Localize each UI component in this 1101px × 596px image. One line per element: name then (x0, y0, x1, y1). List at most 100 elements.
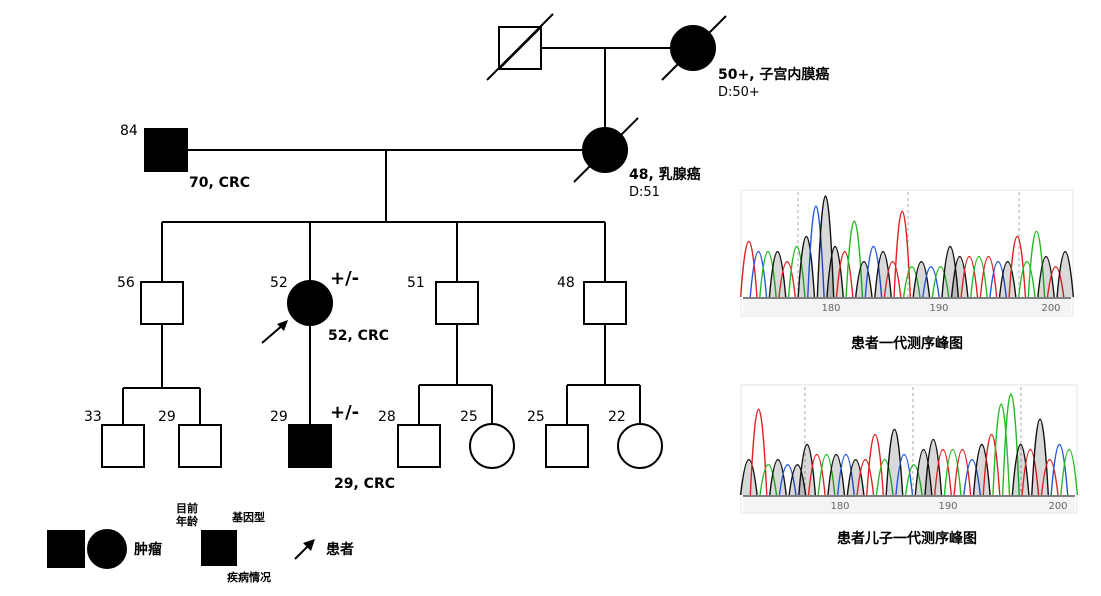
chromatogram-peak (924, 439, 943, 496)
proband-arrow-head (277, 320, 288, 331)
chromatogram-peak (827, 454, 846, 496)
chromatogram-peak (875, 459, 894, 496)
chromatogram-peak (866, 434, 884, 496)
chromatogram-peak (960, 256, 979, 298)
chromatogram-peak (759, 464, 778, 496)
chromatogram-peak (1046, 266, 1065, 298)
chromatogram-peak (845, 220, 864, 298)
chromatogram-peak (979, 256, 998, 298)
chromatogram-peak (992, 403, 1011, 496)
chromatogram-1-ruler (743, 299, 1071, 315)
gen4-3-age: 29 (270, 409, 288, 425)
chromatogram-peak (982, 434, 1001, 496)
chromatogram-2-tick-190: 190 (938, 501, 957, 512)
gen3-1-age: 56 (117, 275, 135, 291)
gen3-2-genotype: +/- (330, 268, 359, 289)
gen2-male-age: 84 (120, 123, 138, 139)
chromatogram-peak (943, 448, 962, 496)
chromatogram-peak (1056, 250, 1075, 298)
chromatogram-peak (931, 266, 950, 298)
chromatogram-peak (1060, 448, 1079, 496)
gen3-3-age: 51 (407, 275, 425, 291)
gen4-male-6-symbol (545, 424, 589, 468)
chromatogram-peak (1008, 236, 1027, 298)
legend-current-age-1: 目前 (176, 501, 198, 515)
gen4-5-age: 25 (460, 409, 478, 425)
chromatogram-peak (989, 261, 1007, 298)
chromatogram-peak (963, 459, 982, 496)
chromatogram-peak (778, 261, 796, 298)
gen1-male-deceased-slash (486, 13, 554, 81)
gen4-male-3-symbol (288, 424, 332, 468)
chromatogram-peak (874, 250, 892, 298)
chromatogram-peak (1001, 393, 1020, 496)
chromatogram-1-caption: 患者一代测序峰图 (851, 335, 963, 352)
chromatogram-2-ruler (743, 497, 1075, 512)
gen4-male-1-symbol (101, 424, 145, 468)
chromatogram-peak (1011, 443, 1030, 496)
gen4-3-info: 29, CRC (334, 476, 395, 492)
chromatogram-peak (749, 250, 768, 298)
gen4-7-age: 22 (608, 409, 626, 425)
legend-tumor-label: 肿瘤 (134, 541, 162, 558)
gen4-3-genotype: +/- (330, 402, 359, 423)
gen2-male-info: 70, CRC (189, 175, 250, 191)
chromatogram-peak (807, 205, 825, 298)
legend-arrow-head (303, 539, 315, 551)
chromatogram-peak (1021, 448, 1040, 496)
chromatogram-peak (934, 448, 952, 496)
chromatogram-peak (846, 459, 865, 496)
chromatogram-peak (904, 464, 923, 496)
gen3-2-info: 52, CRC (328, 328, 389, 344)
chromatogram-peak (778, 464, 797, 496)
chromatogram-peak (769, 459, 787, 496)
gen4-female-5-symbol (469, 423, 515, 469)
gen1-female-info: 50+, 子宫内膜癌 (718, 66, 829, 83)
chromatogram-2-peaks (739, 393, 1079, 496)
chromatogram-peak (912, 261, 931, 298)
legend-key-square (201, 530, 237, 566)
gen2-female-info: 48, 乳腺癌 (629, 166, 701, 183)
gen3-male-1-symbol (140, 281, 184, 325)
chromatogram-peak (864, 245, 883, 298)
chromatogram-1: 180 190 200 (739, 189, 1075, 317)
chromatogram-2: 180 190 200 (739, 384, 1079, 514)
chromatogram-1-tick-180: 180 (821, 303, 840, 314)
chromatogram-2-tick-200: 200 (1048, 501, 1067, 512)
chromatogram-peak (787, 245, 806, 298)
chromatogram-peak (749, 408, 768, 496)
gen4-male-2-symbol (178, 424, 222, 468)
chromatogram-peak (1037, 256, 1055, 298)
chromatogram-peak (1040, 459, 1059, 496)
legend-patient-label: 患者 (326, 541, 354, 558)
chromatogram-2-caption: 患者儿子一代测序峰图 (837, 530, 977, 547)
chromatogram-1-tick-190: 190 (929, 303, 948, 314)
chromatogram-peak (893, 210, 912, 298)
chromatogram-peak (883, 261, 902, 298)
gen4-2-age: 29 (158, 409, 176, 425)
legend-affected-square (47, 530, 85, 568)
chromatogram-peak (1027, 230, 1046, 298)
chromatogram-peak (807, 454, 826, 496)
chromatogram-peak (885, 428, 904, 496)
gen3-male-3-symbol (435, 281, 479, 325)
gen3-4-age: 48 (557, 275, 575, 291)
chromatogram-peak (835, 250, 854, 298)
gen1-female-deceased-slash (661, 15, 727, 81)
chromatogram-peak (856, 459, 875, 496)
chromatogram-1-tick-200: 200 (1041, 303, 1060, 314)
legend-disease-label: 疾病情况 (227, 570, 271, 584)
chromatogram-peak (941, 245, 959, 298)
chromatogram-peak (759, 250, 777, 298)
gen4-1-age: 33 (84, 409, 102, 425)
chromatogram-peak (902, 266, 921, 298)
legend-current-age-2: 年龄 (176, 514, 199, 528)
gen2-female-death: D:51 (629, 185, 660, 200)
gen2-female-deceased-slash (573, 117, 639, 183)
gen3-2-age: 52 (270, 275, 288, 291)
chromatogram-1-frame (740, 189, 1074, 317)
chromatogram-peak (922, 266, 940, 298)
chromatogram-1-peaks (739, 195, 1075, 298)
chromatogram-peak (836, 454, 855, 496)
